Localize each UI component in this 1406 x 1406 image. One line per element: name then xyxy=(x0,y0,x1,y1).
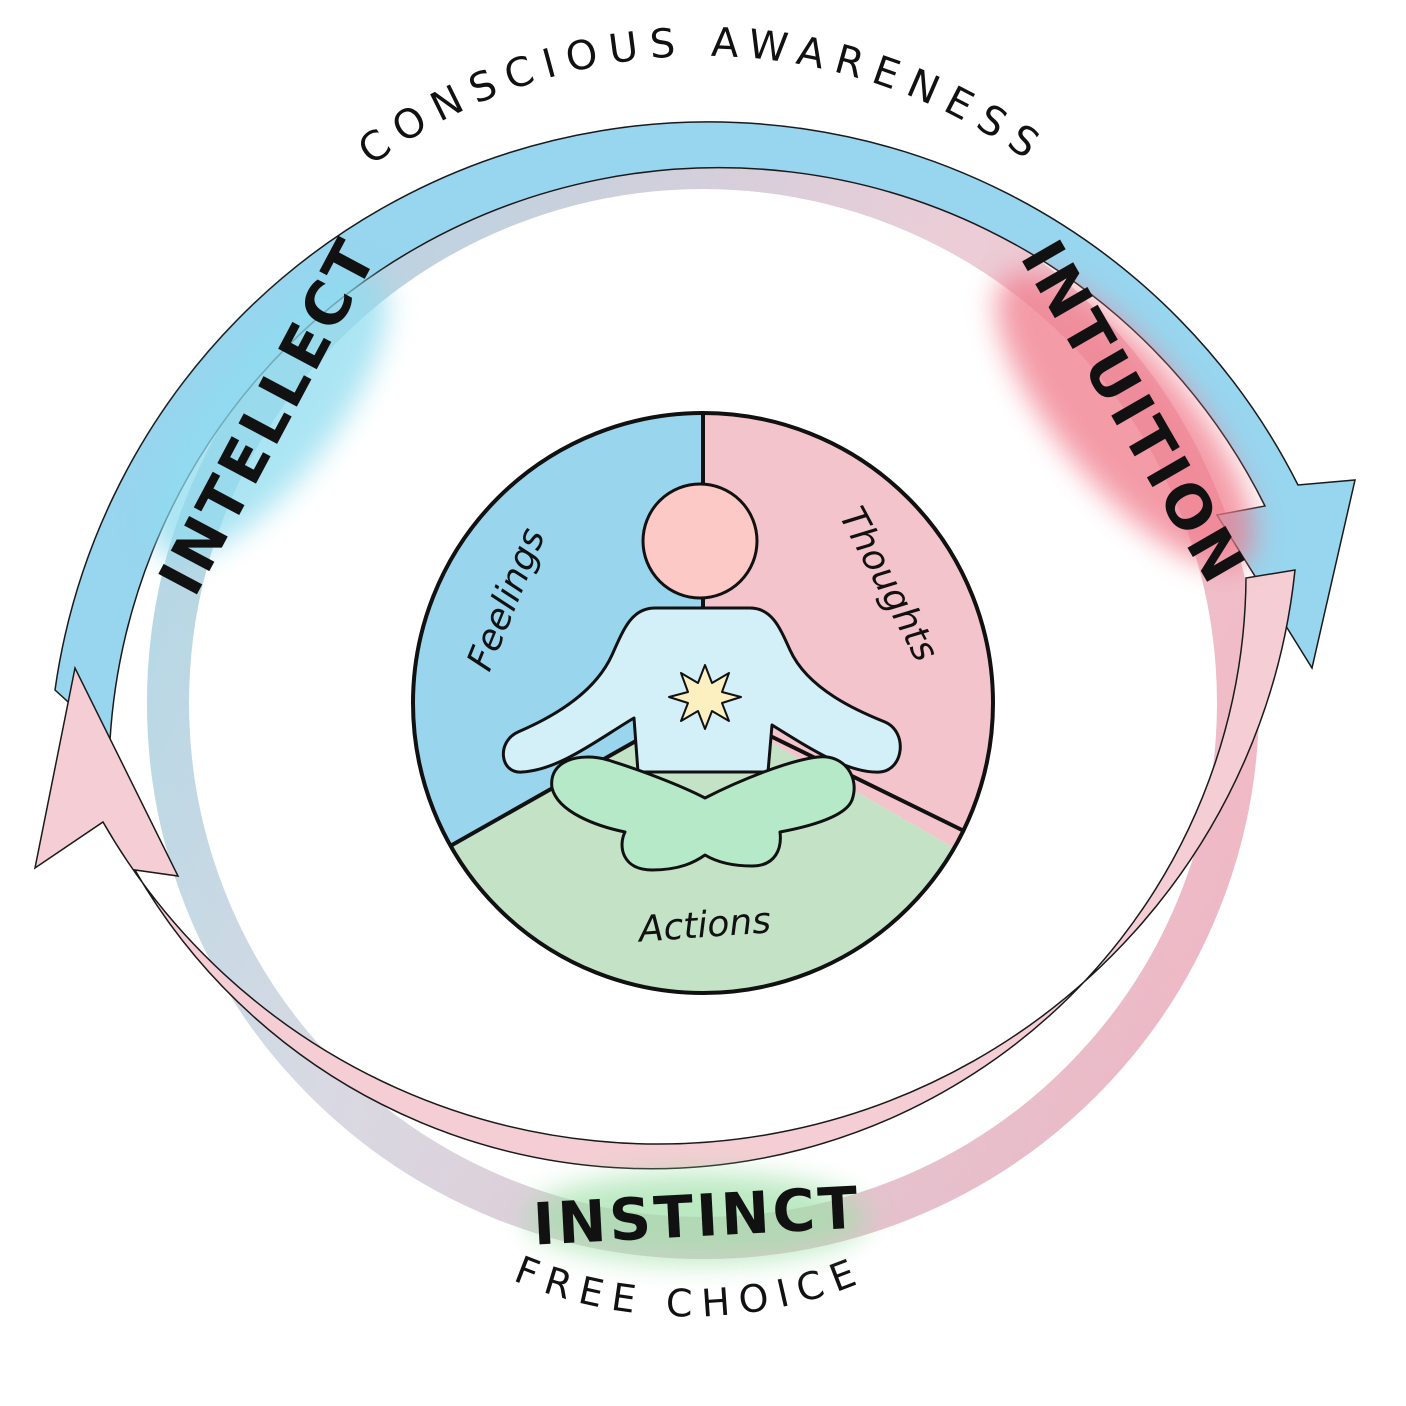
instinct-glow xyxy=(527,1173,867,1263)
meditating-figure-icon xyxy=(501,482,902,872)
figure-head xyxy=(641,482,759,600)
intellect-glow xyxy=(148,271,388,559)
figure-legs xyxy=(550,755,856,872)
intuition-glow xyxy=(996,272,1254,568)
center-circle-outline xyxy=(411,411,995,995)
feelings-segment xyxy=(413,413,703,848)
actions-label: Actions xyxy=(636,900,773,950)
star-icon xyxy=(668,664,742,730)
free-choice-arrow xyxy=(33,569,1296,1170)
